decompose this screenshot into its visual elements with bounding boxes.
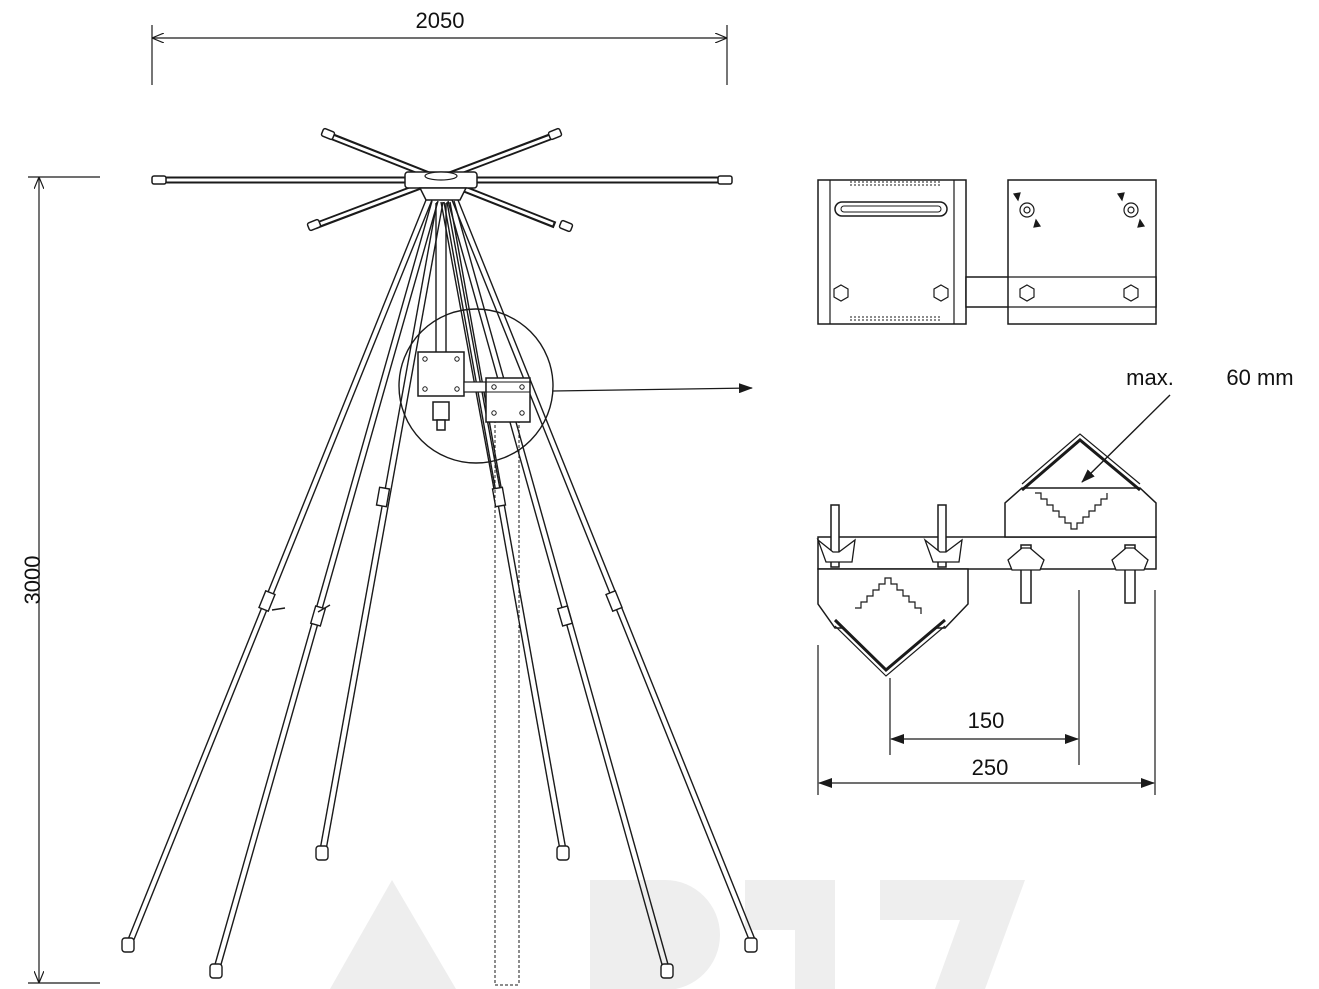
max-diameter-callout: max. 60 mm xyxy=(1081,365,1294,483)
antenna-top-elements xyxy=(151,127,733,233)
clamp-dimensions: 150 250 xyxy=(817,590,1156,795)
watermark xyxy=(330,880,1025,989)
max-value-label: 60 mm xyxy=(1226,365,1293,390)
mast-outline xyxy=(494,420,520,986)
total-length-label: 250 xyxy=(972,755,1009,780)
clamp-side-view xyxy=(816,433,1157,677)
max-label: max. xyxy=(1126,365,1174,390)
antenna-radials xyxy=(121,199,758,979)
width-dimension: 2050 xyxy=(151,8,728,85)
detail-callout xyxy=(398,308,753,464)
height-label: 3000 xyxy=(20,556,45,605)
bracket-front-view xyxy=(817,179,1157,325)
width-label: 2050 xyxy=(416,8,465,33)
antenna-mount xyxy=(417,203,531,431)
spacing-label: 150 xyxy=(968,708,1005,733)
height-dimension: 3000 xyxy=(20,176,100,984)
